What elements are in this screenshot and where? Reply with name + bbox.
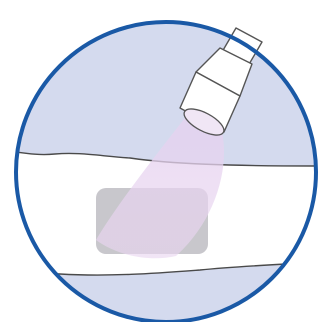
circular-illustration [0,0,320,322]
diagram-canvas [0,0,320,322]
